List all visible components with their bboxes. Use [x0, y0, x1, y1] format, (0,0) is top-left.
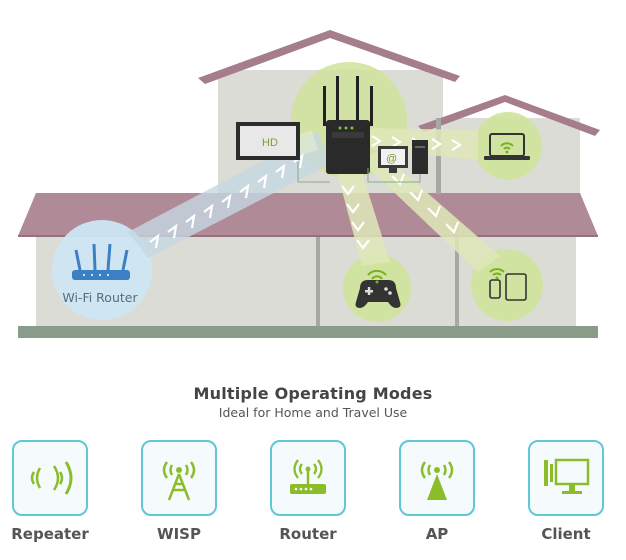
wisp-tower-icon	[162, 461, 196, 501]
mobile-devices-icon	[489, 268, 527, 301]
right-roof	[418, 95, 600, 136]
client-monitor-icon	[544, 458, 590, 494]
mode-label: AP	[425, 525, 449, 543]
wifi-router-icon	[72, 243, 130, 280]
upper-divider	[436, 118, 441, 194]
tv-label: HD	[262, 137, 278, 149]
cable-tv	[297, 162, 330, 183]
router-icon	[290, 459, 326, 494]
laptop-halo	[474, 112, 542, 180]
mode-label: Client	[541, 525, 591, 543]
mode-wisp-box	[141, 440, 217, 516]
repeater-icon	[30, 461, 73, 495]
mode-label: WISP	[157, 525, 201, 543]
repeater-device-icon	[323, 76, 373, 174]
mode-ap: AP	[399, 440, 479, 543]
modes-subtitle: Ideal for Home and Travel Use	[218, 405, 408, 420]
ground-strip	[18, 326, 598, 338]
access-point-icon	[420, 461, 454, 500]
modes-title: Multiple Operating Modes	[193, 384, 433, 403]
mode-client-box	[528, 440, 604, 516]
room-divider	[316, 226, 320, 326]
gamepad-icon	[355, 269, 401, 308]
tv-icon: HD	[236, 122, 300, 160]
mode-label: Repeater	[11, 525, 89, 543]
beam-router-to-repeater	[128, 132, 330, 258]
mode-router: Router	[270, 440, 350, 543]
pc-label: @	[386, 153, 397, 165]
mode-repeater: Repeater	[11, 440, 92, 543]
mode-client: Client	[528, 440, 608, 543]
cable-pc	[367, 168, 421, 183]
mode-repeater-box	[12, 440, 88, 516]
house-network-diagram: HD @	[18, 30, 600, 338]
phone-halo	[471, 249, 543, 321]
mode-label: Router	[279, 525, 337, 543]
desktop-pc-icon: @	[378, 140, 428, 174]
wifi-router-label: Wi-Fi Router	[62, 290, 138, 305]
mode-router-box	[270, 440, 346, 516]
mode-wisp: WISP	[141, 440, 221, 543]
room-divider-2	[455, 226, 459, 326]
laptop-icon	[484, 133, 530, 160]
mode-ap-box	[399, 440, 475, 516]
